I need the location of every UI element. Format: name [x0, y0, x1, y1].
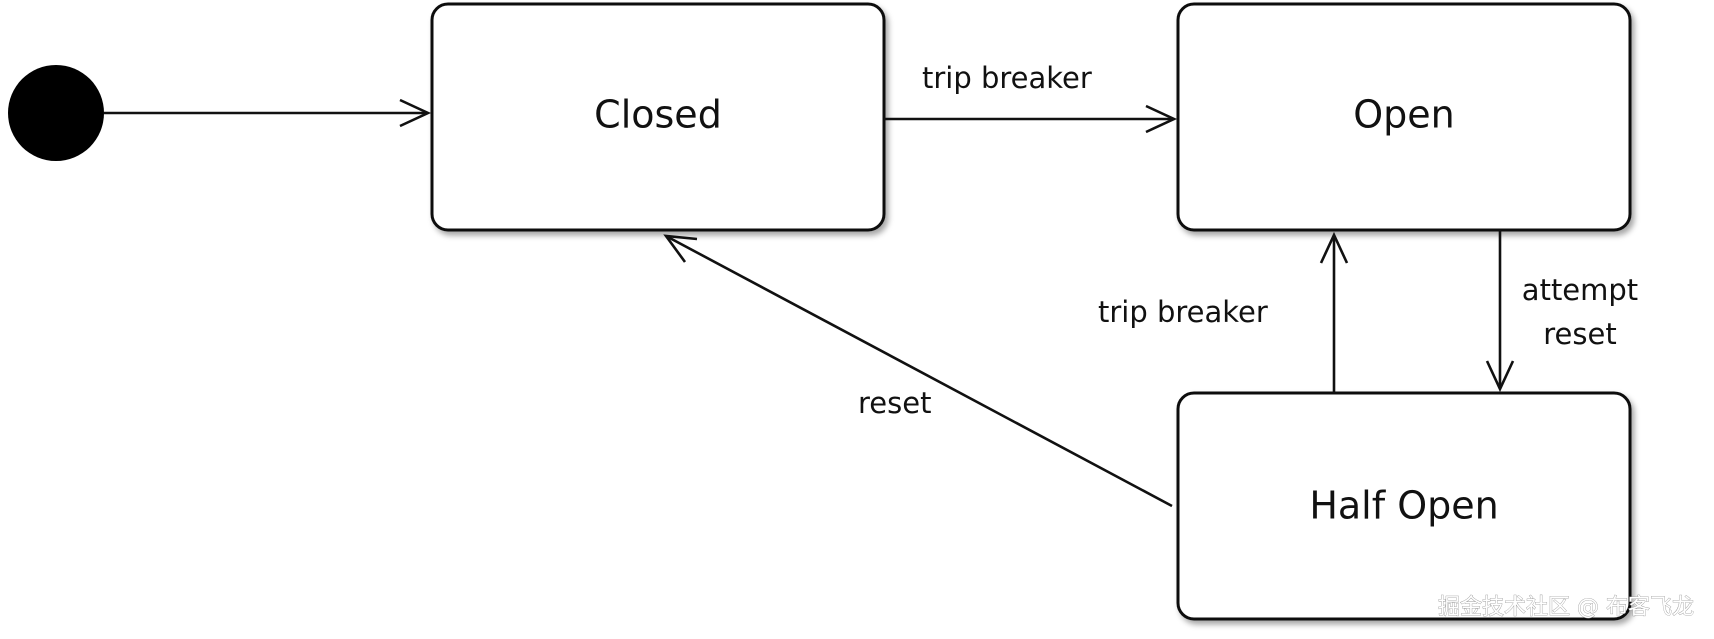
state-open: Open [1176, 2, 1632, 232]
state-closed-box [430, 2, 886, 232]
state-half-open-box [1176, 391, 1632, 621]
edge-closed-to-open [884, 104, 1178, 134]
state-half-open: Half Open [1176, 391, 1632, 621]
watermark-text: 掘金技术社区 @ 布客飞龙 [1438, 595, 1694, 620]
edge-closed-to-open-label: trip breaker [922, 61, 1092, 95]
state-open-label: Open [1353, 93, 1455, 137]
state-closed: Closed [430, 2, 886, 232]
edge-initial-to-closed [104, 98, 432, 128]
edge-half-open-to-open [1319, 231, 1349, 393]
state-open-box [1176, 2, 1632, 232]
edge-half-open-to-closed-label: reset [858, 386, 931, 420]
edge-open-to-half-open-label-line1: attempt [1522, 273, 1638, 307]
edge-half-open-to-closed [663, 234, 1173, 508]
initial-state-node [8, 65, 104, 161]
state-half-open-label: Half Open [1309, 484, 1498, 528]
edge-open-to-half-open-label-line2: reset [1543, 317, 1616, 351]
state-closed-label: Closed [594, 93, 722, 137]
edge-half-open-to-open-label: trip breaker [1098, 295, 1268, 329]
edge-open-to-half-open [1485, 230, 1515, 393]
